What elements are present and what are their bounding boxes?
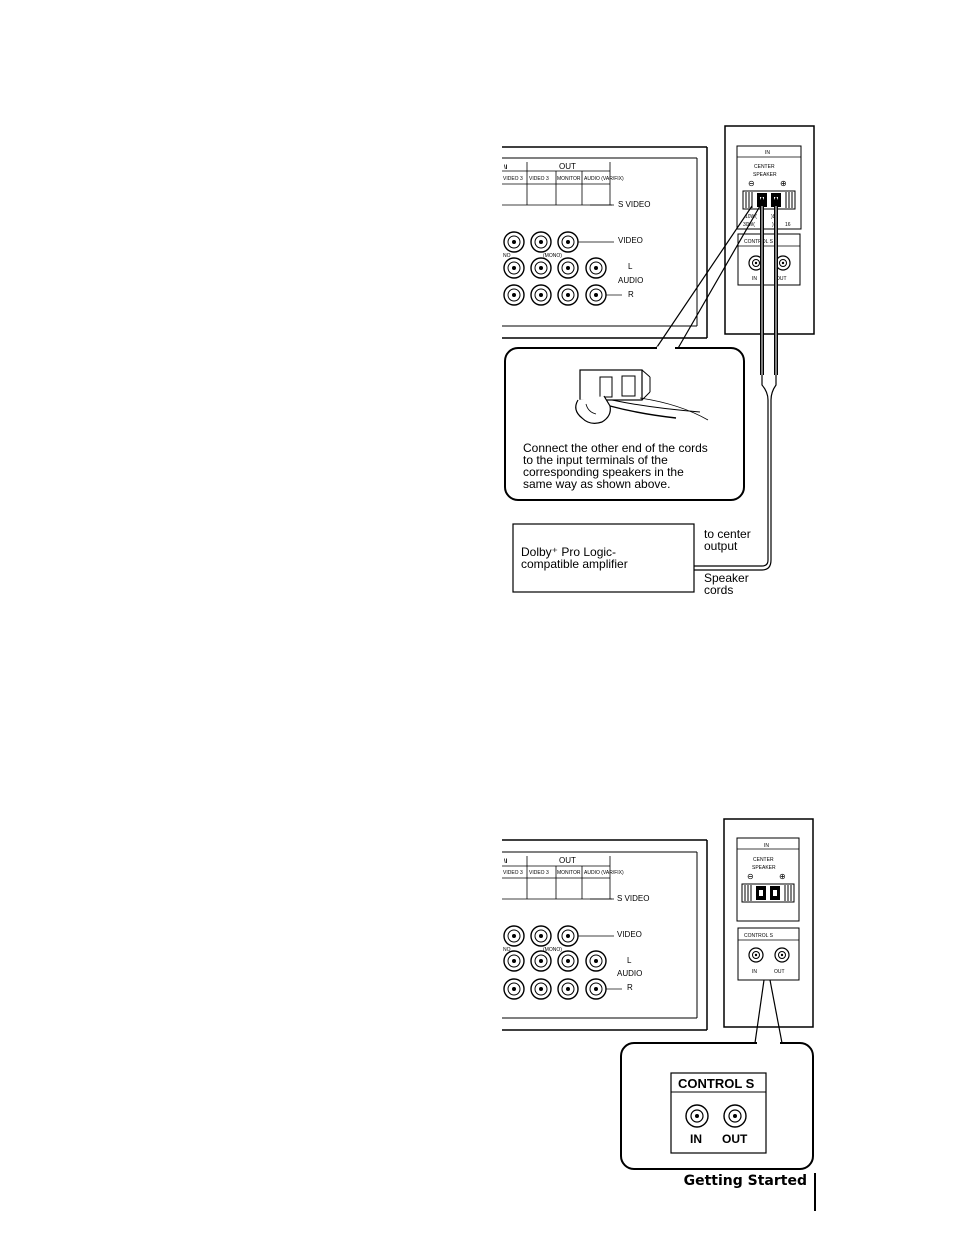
top-speaker-panel: IN CENTER SPEAKER ⊖ ⊕ 10W( )8 30W( ) 16 … [724, 125, 815, 375]
speaker-cords-1: Speaker [704, 571, 749, 585]
top-r-label: R [628, 290, 634, 299]
amplifier-label-2: compatible amplifier [521, 557, 628, 571]
zoom-control-s-title: CONTROL S [678, 1076, 755, 1091]
top-control-in: IN [752, 276, 757, 282]
zoom-in-jack [685, 1104, 709, 1128]
top-audio-label: AUDIO [618, 276, 643, 285]
top-video-label: VIDEO [618, 236, 643, 245]
bottom-mono-mid: (MONO) [543, 947, 562, 953]
bottom-col-4: AUDIO (VAR/FIX) [584, 870, 624, 876]
bottom-control-out: OUT [774, 969, 785, 975]
zoom-out-label: OUT [722, 1132, 748, 1146]
control-s-zoom-box: CONTROL S IN OUT [620, 1041, 814, 1170]
bottom-video-label: VIDEO [617, 930, 642, 939]
top-l-label: L [628, 262, 633, 271]
bottom-plus-sign: ⊕ [779, 872, 786, 881]
bottom-in-label: IN [764, 843, 769, 849]
bottom-audio-label: AUDIO [617, 969, 642, 978]
bottom-mono-left: NO [503, 947, 511, 953]
top-receiver-panel: \I OUT VIDEO 3 VIDEO 3 MONITOR AUDIO (VA… [502, 146, 708, 339]
top-mono-mid: (MONO) [543, 253, 562, 259]
bottom-col-1: VIDEO 3 [503, 870, 523, 876]
bottom-s-video-label: S VIDEO [617, 894, 649, 903]
bottom-control-in: IN [752, 969, 757, 975]
top-callout-pointer [654, 205, 761, 351]
bottom-control-s-title: CONTROL S [744, 933, 774, 939]
top-speaker-label: SPEAKER [753, 172, 777, 178]
zoom-out-jack [723, 1104, 747, 1128]
callout-line-4: same way as shown above. [523, 477, 670, 491]
bottom-zoom-pointer [754, 979, 783, 1044]
to-center-output-2: output [704, 539, 738, 553]
amplifier-label-1: Dolby⁺ Pro Logic- [521, 545, 616, 559]
top-imp-2: )8 [771, 214, 776, 220]
top-control-s-title: CONTROL S [744, 239, 774, 245]
top-plus-sign: ⊕ [780, 179, 787, 188]
top-col-3: MONITOR [557, 176, 581, 182]
bottom-receiver-panel: \I OUT VIDEO 3 VIDEO 3 MONITOR AUDIO (VA… [502, 839, 708, 1031]
top-imp-1: 10W( [745, 214, 757, 220]
top-minus-sign: ⊖ [748, 179, 755, 188]
bottom-terminal-stripes [744, 885, 792, 901]
top-col-4: AUDIO (VAR/FIX) [584, 176, 624, 182]
top-out-header: OUT [559, 162, 576, 171]
top-heavy-cords [757, 196, 781, 375]
top-in-header: \I [504, 165, 508, 171]
callout-line-2: to the input terminals of the [523, 453, 668, 467]
to-center-output-1: to center [704, 527, 751, 541]
bottom-out-header: OUT [559, 856, 576, 865]
zoom-in-label: IN [690, 1132, 702, 1146]
top-col-2: VIDEO 3 [529, 176, 549, 182]
top-imp-5: 16 [785, 222, 791, 228]
bottom-l-label: L [627, 956, 632, 965]
bottom-speaker-label: SPEAKER [752, 865, 776, 871]
top-col-1: VIDEO 3 [503, 176, 523, 182]
bottom-in-header: \I [504, 859, 508, 865]
top-center-label: CENTER [754, 164, 775, 170]
top-imp-4: ) [772, 222, 774, 228]
bottom-col-2: VIDEO 3 [529, 870, 549, 876]
top-s-video-label: S VIDEO [618, 200, 650, 209]
bottom-minus-sign: ⊖ [747, 872, 754, 881]
callout-line-1: Connect the other end of the cords [523, 441, 708, 455]
top-callout-box: Connect the other end of the cords to th… [504, 346, 745, 501]
bottom-speaker-panel: IN CENTER SPEAKER ⊖ ⊕ CONTROL S IN OUT [723, 818, 814, 1028]
top-control-out: OUT [776, 276, 787, 282]
amplifier-box: Dolby⁺ Pro Logic- compatible amplifier [512, 523, 695, 593]
callout-line-3: corresponding speakers in the [523, 465, 684, 479]
top-speaker-cord [694, 375, 777, 571]
bottom-col-3: MONITOR [557, 870, 581, 876]
footer-divider [814, 1173, 816, 1211]
speaker-cords-2: cords [704, 583, 733, 597]
top-in-label: IN [765, 150, 770, 156]
bottom-center-label: CENTER [753, 857, 774, 863]
top-terminal-stripes [745, 192, 793, 208]
hand-inserting-cord-illustration [575, 369, 709, 424]
section-footer: Getting Started [683, 1173, 807, 1189]
bottom-r-label: R [627, 983, 633, 992]
top-mono-left: NO [503, 253, 511, 259]
